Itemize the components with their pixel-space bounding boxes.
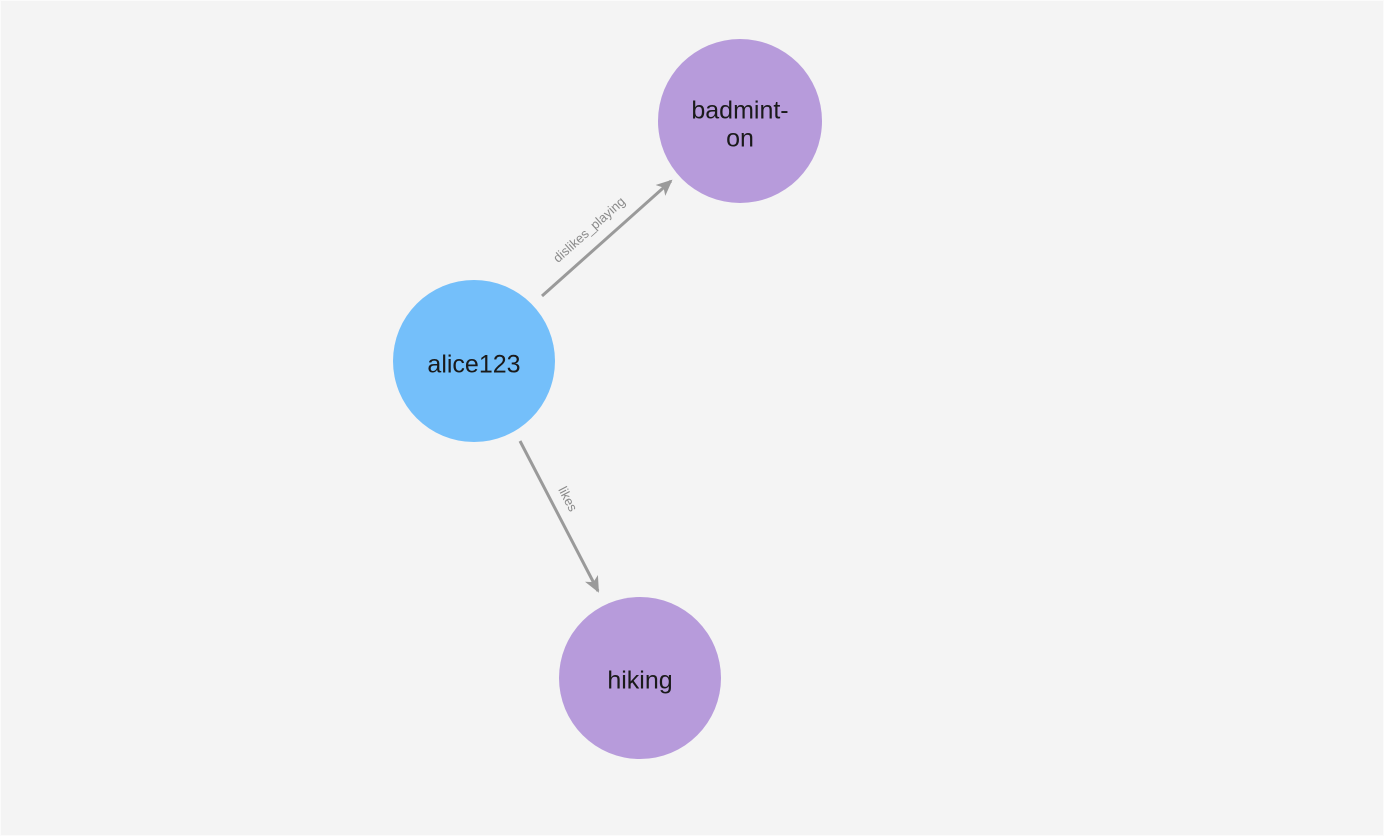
node-hiking[interactable]: hiking bbox=[559, 597, 721, 759]
edge-alice123-likes-hiking[interactable]: likes bbox=[518, 440, 600, 593]
edge-line[interactable] bbox=[541, 179, 673, 298]
nodes-layer: badmint- on alice123 hiking bbox=[393, 39, 822, 759]
node-circle-hiking[interactable] bbox=[559, 597, 721, 759]
edge-label-likes: likes bbox=[555, 484, 581, 514]
edge-alice123-dislikes-playing-badminton[interactable]: dislikes_playing bbox=[541, 179, 673, 298]
node-alice123[interactable]: alice123 bbox=[393, 280, 555, 442]
edge-line[interactable] bbox=[518, 440, 600, 593]
node-circle-badminton[interactable] bbox=[658, 39, 822, 203]
node-badminton[interactable]: badmint- on bbox=[658, 39, 822, 203]
node-circle-alice123[interactable] bbox=[393, 280, 555, 442]
